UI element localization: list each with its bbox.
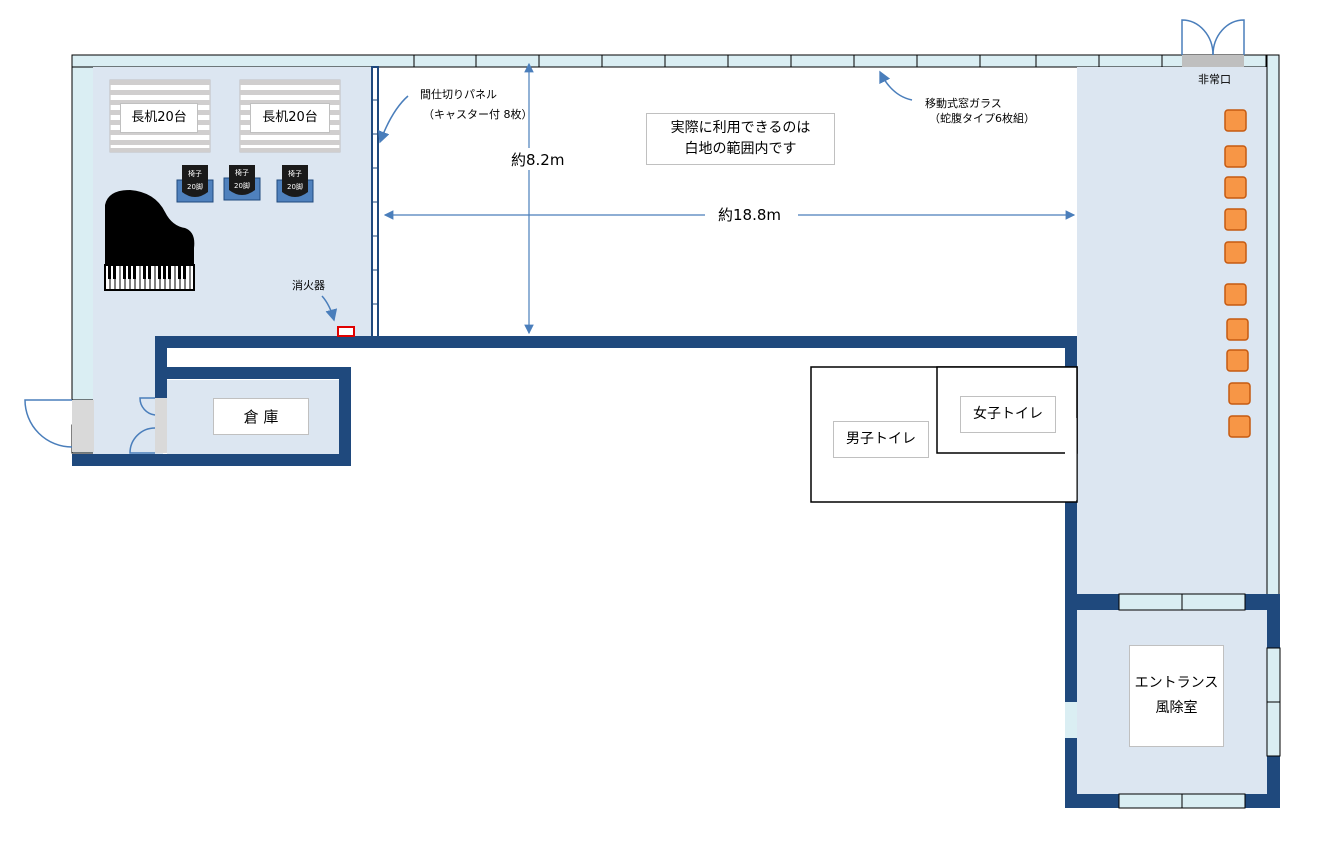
storage-wall-right [339,367,351,466]
extinguisher-label: 消火器 [292,278,325,292]
chair-label-3a: 椅子 [288,169,302,178]
emergency-exit-label: 非常口 [1198,73,1231,86]
window-pointer [879,70,913,101]
toilet-corridor-gap [1065,418,1077,500]
tables-label-2: 長机20台 [250,103,330,133]
window-label-line2: （蛇腹タイプ6枚組） [929,111,1035,125]
top-left-window-strip [71,54,415,68]
chair-label-1b: 20脚 [187,182,203,191]
entrance-left-window [1065,702,1077,738]
usable-area-note: 実際に利用できるのは 白地の範囲内です [646,113,835,165]
corridor-right-window [1266,54,1280,596]
storage-label: 倉 庫 [213,398,309,435]
window-label-line1: 移動式窓ガラス [925,96,1002,110]
piano-icon [104,190,195,291]
chair-label-2a: 椅子 [235,168,249,177]
emergency-exit-door-swing-left [1181,19,1214,56]
chair-stack-3 [276,165,314,203]
chair-label-2b: 20脚 [234,181,250,190]
chair-label-3b: 20脚 [287,182,303,191]
partition-label-line2: （キャスター付 8枚） [423,107,533,121]
womens-toilet-label: 女子トイレ [960,396,1056,433]
stools [1224,109,1251,438]
chair-stack-1 [176,165,214,203]
entrance-label: エントランス 風除室 [1129,645,1224,747]
left-exterior-door-frame [72,400,94,452]
partition-panel [371,66,379,338]
storage-door-swing-bottom [129,427,156,454]
extinguisher-icon [337,326,355,337]
left-window-strip [71,54,95,401]
mens-toilet-label: 男子トイレ [833,421,929,458]
entrance-wall-left [1065,594,1077,808]
sliding-window-glass [413,54,1267,68]
emergency-exit-door-swing-right [1212,19,1245,56]
storage-wall-bottom [72,454,351,466]
height-dimension-label: 約8.2m [511,151,564,169]
corridor-wall-lower [1065,500,1077,604]
storage-door-swing-top [139,397,156,416]
storage-door-gap [155,398,167,453]
partition-pointer [378,95,409,144]
tables-label-1: 長机20台 [120,103,198,133]
storage-wall-top [155,367,351,379]
chair-label-1a: 椅子 [188,169,202,178]
left-exterior-door-swing [24,399,73,448]
width-dimension-label: 約18.8m [718,206,781,224]
emergency-exit-door-frame [1182,55,1244,67]
partition-label-line1: 間仕切りパネル [420,88,497,101]
chair-stack-2 [223,165,261,201]
extinguisher-pointer [321,295,338,322]
main-wall-horizontal [155,336,1077,348]
